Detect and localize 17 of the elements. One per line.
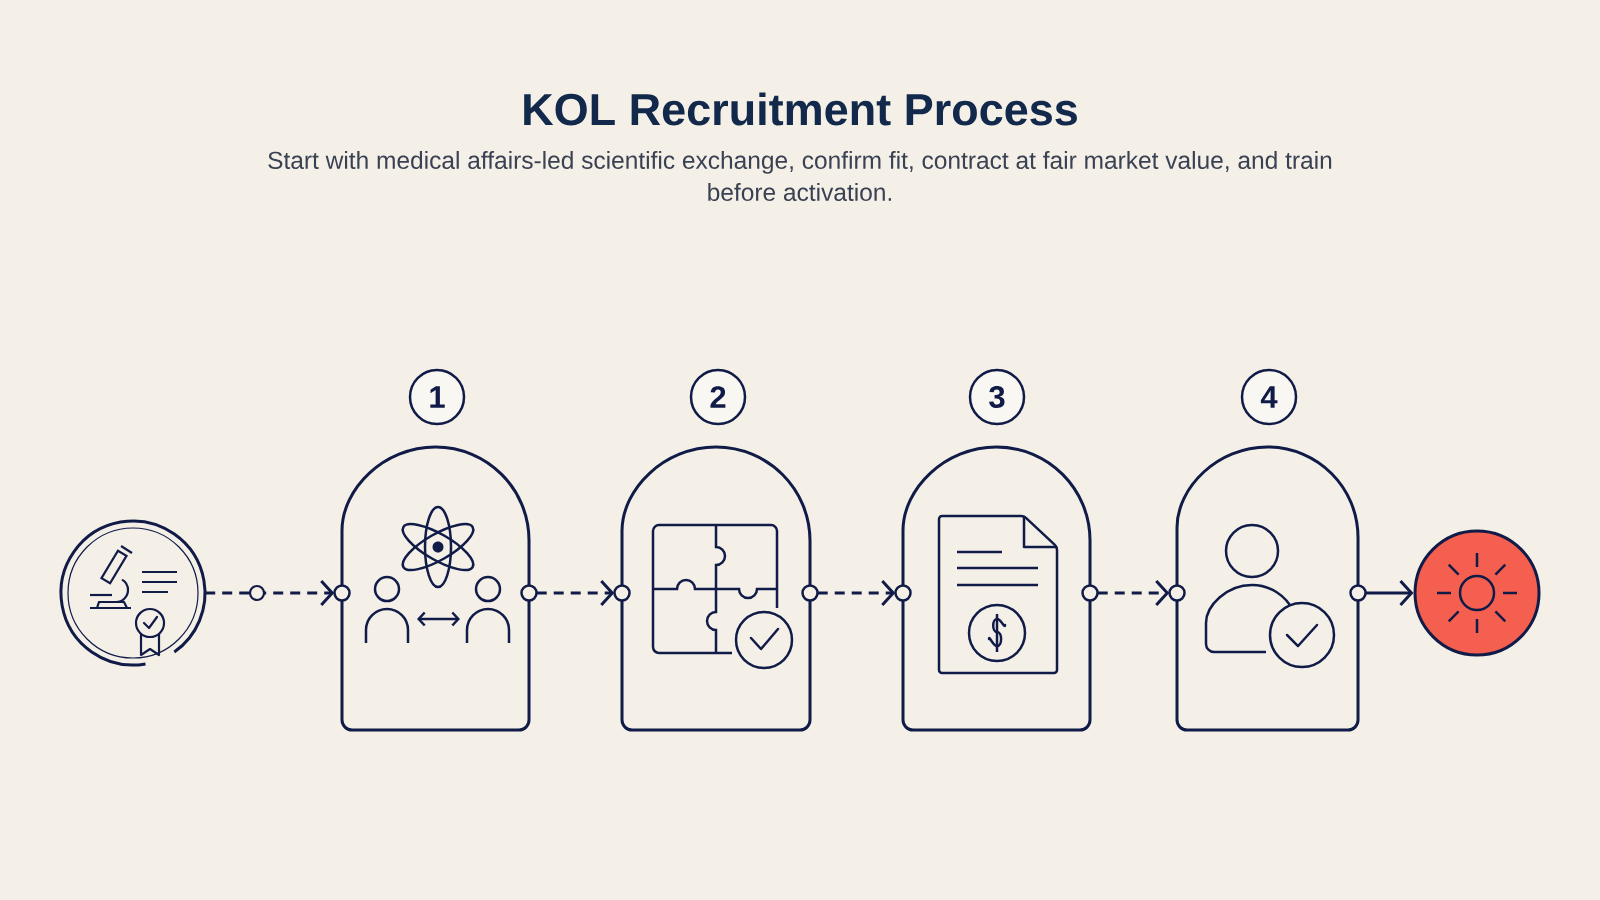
arrow [817, 580, 896, 607]
arch-frame [620, 445, 812, 732]
step-number: 4 [1240, 368, 1298, 426]
icon-circle [59, 519, 207, 667]
title: KOL Recruitment Process [524, 92, 1077, 126]
arch-frame [901, 445, 1092, 732]
icon-circle [1413, 529, 1541, 657]
arrow [205, 580, 335, 607]
step-number: 2 [689, 368, 747, 426]
arch-frame [340, 445, 531, 732]
arrow [536, 580, 615, 607]
arrow [1365, 580, 1414, 607]
arch-frame [1175, 445, 1360, 732]
step-number: 1 [408, 368, 466, 426]
arrow [1097, 580, 1170, 607]
step-number: 3 [968, 368, 1026, 426]
subtitle: Start with medical affairs-led scientific exchange, confirm fit, contract at fair market value, and train before activation. [268, 151, 1332, 201]
